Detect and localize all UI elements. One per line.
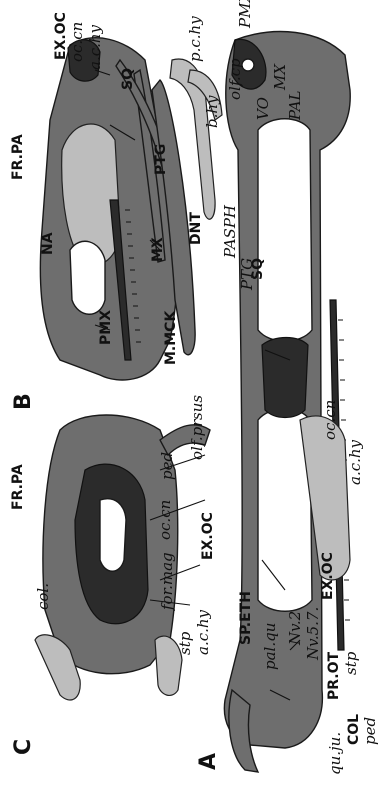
b-label-ex-oc: EX.OC	[53, 12, 69, 60]
a-label-pmx: PMX	[236, 0, 254, 29]
panel-c-letter: C	[11, 739, 36, 755]
b-label-mx: MX	[150, 237, 166, 262]
c-label-sus: sus	[188, 395, 206, 420]
b-label-b-hy: b.hy	[203, 95, 221, 128]
b-label-na: NA	[40, 232, 56, 255]
a-label-ptg: PTG	[238, 258, 256, 291]
b-label-fr-pa: FR.PA	[10, 134, 26, 180]
b-label-oc-cn: oc.cn	[68, 22, 86, 62]
b-label-pmx: PMX	[98, 310, 114, 345]
b-label-a-c-hy: a.c.hy	[86, 24, 104, 70]
a-label-pal-qu: pal.qu	[261, 623, 279, 670]
panel-b-letter: B	[11, 393, 36, 410]
a-label-stp: stp	[342, 651, 360, 675]
a-label-ped: ped	[361, 717, 379, 745]
a-label-olf-cp: olf.cp	[226, 58, 244, 100]
b-label-sq: SQ	[120, 68, 136, 90]
c-label-ped: ped	[158, 452, 176, 480]
a-label-ex-oc: EX.OC	[320, 552, 336, 600]
a-label-sp-eth: SP.ETH	[238, 591, 254, 645]
a-label-mx: MX	[271, 63, 289, 91]
a-label-col: COL	[346, 714, 362, 745]
c-label-oc-cn: oc.cn	[156, 500, 174, 540]
a-label-pr-ot: PR.OT	[326, 651, 342, 700]
a-label-nv-5-7: Nv.5.7.	[304, 607, 322, 661]
b-label-p-c-hy: p.c.hy	[186, 16, 204, 62]
a-label-vo: VO	[254, 97, 272, 120]
b-label-dnt: DNT	[188, 212, 204, 245]
c-label-fr-pa: FR.PA	[10, 464, 26, 510]
c-label-a-c-hy: a.c.hy	[194, 609, 212, 655]
c-label-col: col.	[34, 583, 52, 610]
a-label-pal: PAL	[286, 90, 304, 121]
a-label-a-c-hy: a.c.hy	[346, 439, 364, 485]
b-label-ptg: PTG	[153, 144, 169, 175]
b-label-m-mck: M.MCK	[163, 310, 179, 365]
panel-c-skull-posterior	[35, 415, 210, 700]
a-label-oc-cn: oc.cn	[321, 400, 339, 440]
panel-a-letter: A	[196, 753, 221, 770]
c-label-for-mag: for.mag	[158, 552, 176, 611]
c-label-olf-pr: olf.pr	[188, 419, 206, 460]
a-label-nv-2: Nv.2	[286, 611, 304, 646]
a-label-qu-ju: qu.ju.	[326, 732, 344, 775]
c-label-stp: stp	[176, 631, 194, 655]
c-label-ex-oc: EX.OC	[200, 512, 216, 560]
a-label-pasph: PASPH	[221, 204, 239, 259]
